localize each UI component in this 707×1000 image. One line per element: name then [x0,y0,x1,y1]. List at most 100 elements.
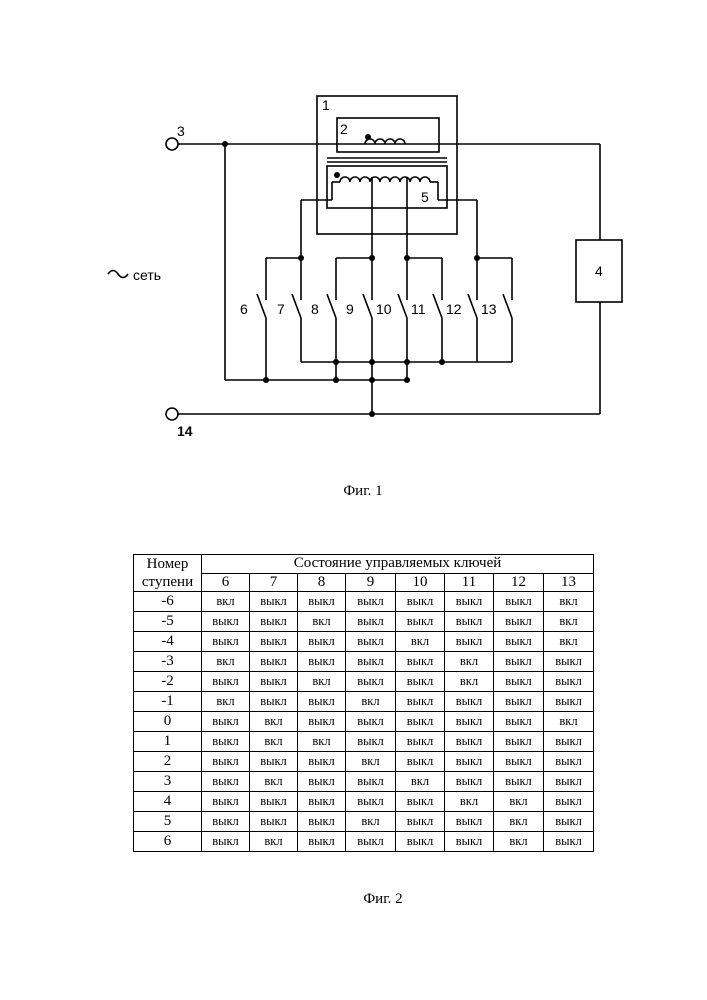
state-cell: выкл [445,812,494,832]
state-cell: выкл [396,812,445,832]
primary-winding-box [337,118,439,152]
label-transformer: 1 [322,97,330,113]
state-cell: выкл [396,792,445,812]
state-cell: вкл [494,812,544,832]
figure-2-caption: Фиг. 2 [323,891,443,908]
state-cell: выкл [494,672,544,692]
state-cell: вкл [298,732,346,752]
state-cell: выкл [544,752,594,772]
state-cell: вкл [250,732,298,752]
step-cell: -6 [134,592,202,612]
state-cell: вкл [544,592,594,612]
label-primary-winding: 2 [340,121,348,137]
state-cell: выкл [202,812,250,832]
column-header-switch: 11 [445,573,494,592]
state-cell: выкл [544,732,594,752]
state-cell: выкл [494,632,544,652]
header-states: Состояние управляемых ключей [202,555,594,574]
state-cell: вкл [396,772,445,792]
state-cell: выкл [396,832,445,852]
state-cell: выкл [544,692,594,712]
state-cell: вкл [202,652,250,672]
table-row: -5выклвыклвклвыклвыклвыклвыклвкл [134,612,594,632]
state-cell: выкл [298,772,346,792]
state-cell: выкл [445,592,494,612]
state-cell: вкл [250,832,298,852]
column-header-switch: 7 [250,573,298,592]
table-row: 5выклвыклвыклвклвыклвыклвклвыкл [134,812,594,832]
step-cell: 2 [134,752,202,772]
state-cell: выкл [494,772,544,792]
secondary-winding-box [327,166,447,208]
state-cell: выкл [202,712,250,732]
state-cell: выкл [202,732,250,752]
state-cell: выкл [445,752,494,772]
state-cell: выкл [346,832,396,852]
state-cell: вкл [346,752,396,772]
switch-state-table: Номер ступени Состояние управляемых ключ… [133,554,594,852]
state-cell: выкл [202,752,250,772]
state-cell: вкл [250,712,298,732]
state-cell: выкл [346,652,396,672]
label-terminal-in: 3 [177,123,185,139]
header-step: Номер ступени [134,555,202,592]
table-row: -1вклвыклвыклвклвыклвыклвыклвыкл [134,692,594,712]
state-cell: выкл [250,792,298,812]
column-header-switch: 13 [544,573,594,592]
table-row: 6выклвклвыклвыклвыклвыклвклвыкл [134,832,594,852]
state-cell: выкл [396,692,445,712]
figure-1-caption: Фиг. 1 [303,483,423,500]
state-cell: вкл [494,792,544,812]
state-cell: выкл [250,692,298,712]
label-load: 4 [595,263,603,279]
state-cell: выкл [346,632,396,652]
state-cell: выкл [396,712,445,732]
table-body: -6вклвыклвыклвыклвыклвыклвыклвкл-5выклвы… [134,592,594,852]
switch-label-12: 12 [446,301,462,317]
state-cell: выкл [445,692,494,712]
column-header-switch: 10 [396,573,445,592]
state-cell: вкл [298,672,346,692]
state-cell: выкл [250,652,298,672]
state-cell: выкл [298,692,346,712]
state-cell: вкл [445,792,494,812]
state-cell: выкл [494,592,544,612]
state-cell: выкл [346,672,396,692]
state-cell: выкл [298,812,346,832]
transformer-box [317,96,457,234]
table-row: -3вклвыклвыклвыклвыклвклвыклвыкл [134,652,594,672]
column-header-switch: 9 [346,573,396,592]
state-cell: выкл [544,672,594,692]
column-header-switch: 8 [298,573,346,592]
state-cell: выкл [202,772,250,792]
step-cell: -1 [134,692,202,712]
state-cell: выкл [250,632,298,652]
step-cell: 5 [134,812,202,832]
step-cell: 3 [134,772,202,792]
state-cell: выкл [202,632,250,652]
switch-label-10: 10 [376,301,392,317]
state-cell: выкл [396,612,445,632]
table-row: 2выклвыклвыклвклвыклвыклвыклвыкл [134,752,594,772]
state-cell: выкл [346,792,396,812]
state-cell: выкл [544,792,594,812]
state-cell: выкл [298,652,346,672]
switch-label-13: 13 [481,301,497,317]
switch-label-6: 6 [240,301,248,317]
column-header-switch: 6 [202,573,250,592]
state-cell: выкл [298,632,346,652]
state-cell: выкл [396,752,445,772]
step-cell: 6 [134,832,202,852]
state-cell: вкл [346,692,396,712]
state-cell: вкл [202,692,250,712]
state-cell: выкл [544,652,594,672]
state-cell: выкл [346,732,396,752]
table-row: -4выклвыклвыклвыклвклвыклвыклвкл [134,632,594,652]
circuit-diagram: 1 2 3 4 5 14 сеть 6 7 8 9 10 11 12 13 [0,0,707,480]
terminal-14 [166,408,178,420]
state-cell: выкл [494,752,544,772]
state-cell: выкл [202,612,250,632]
state-cell: выкл [250,752,298,772]
table-row: -6вклвыклвыклвыклвыклвыклвыклвкл [134,592,594,612]
switch-label-11: 11 [411,301,426,317]
